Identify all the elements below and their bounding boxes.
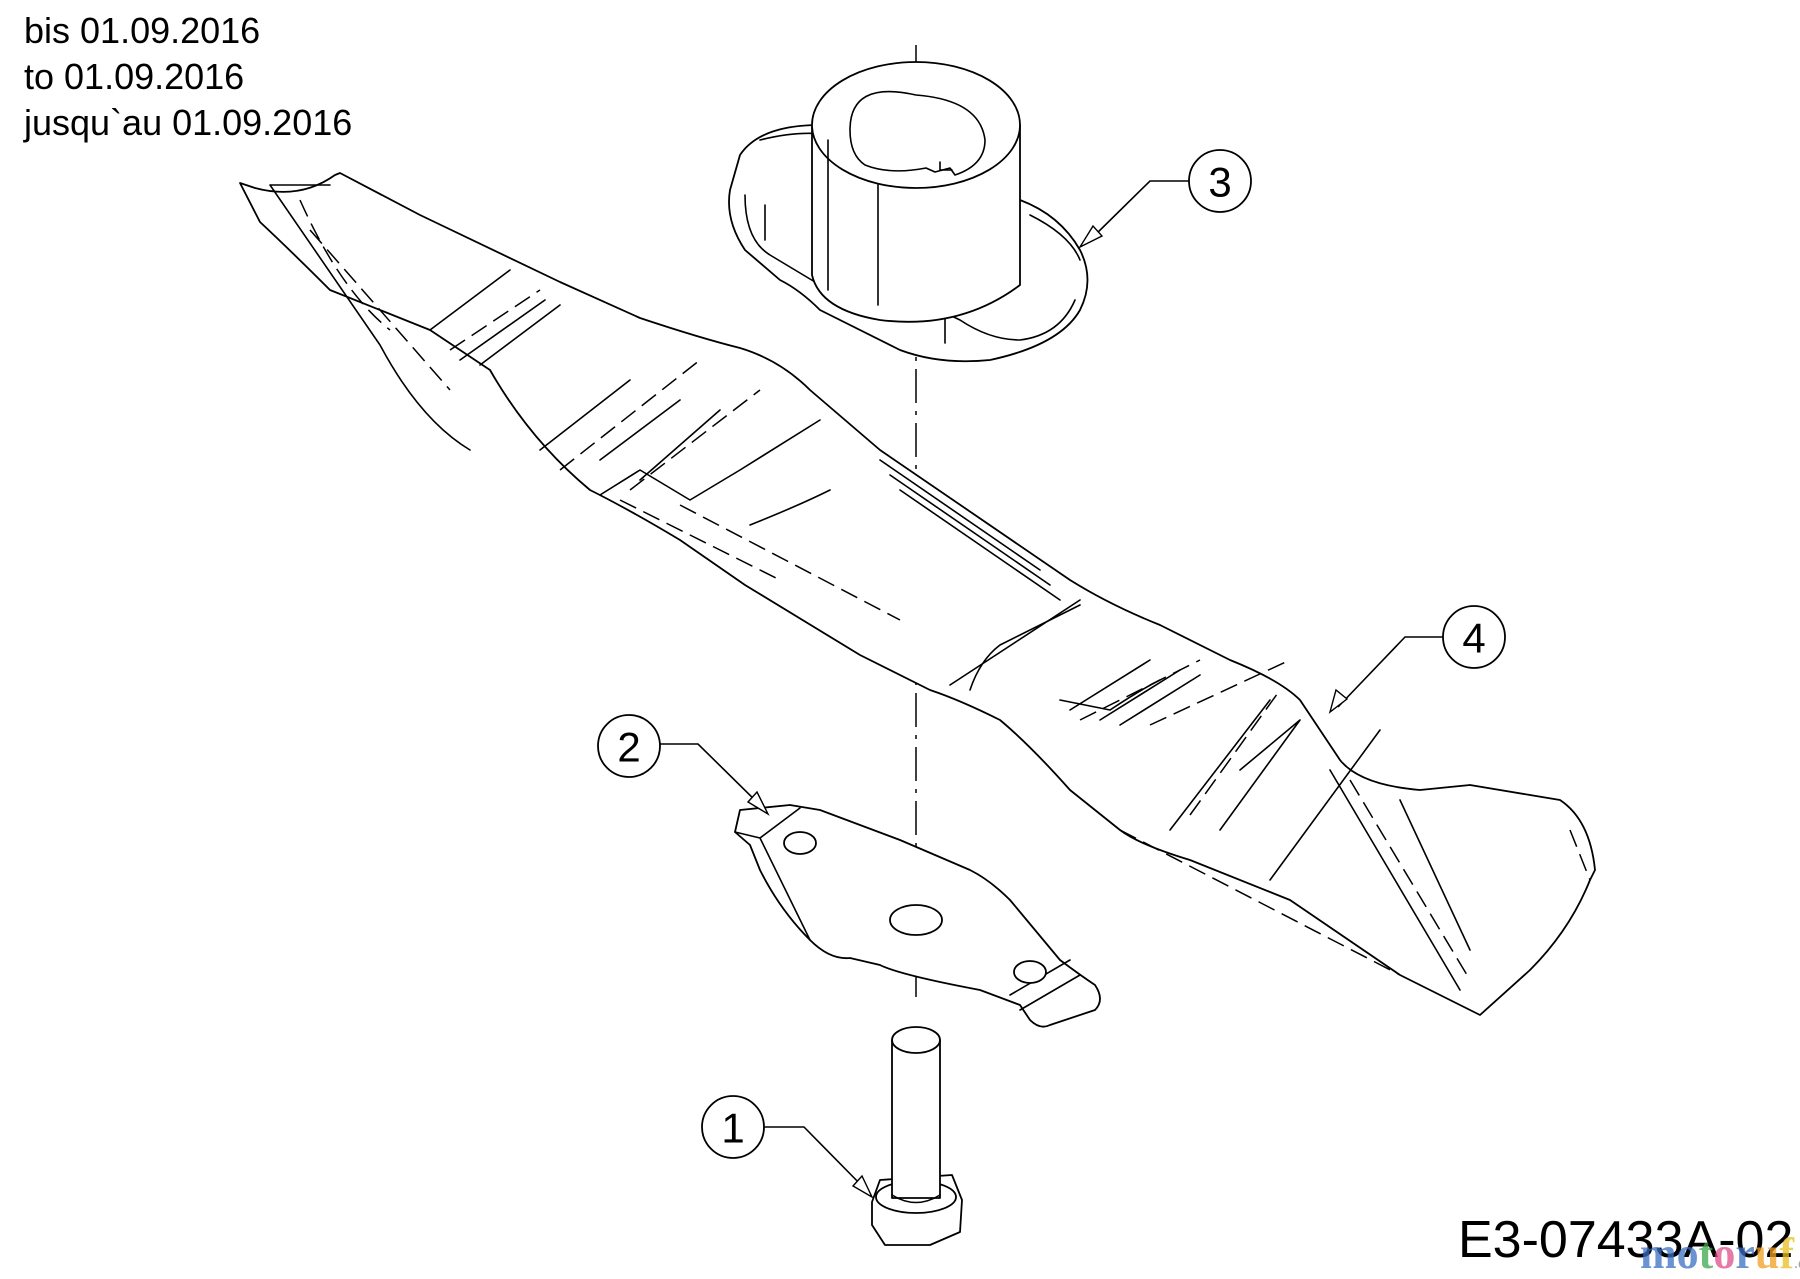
callout-number: 1	[721, 1105, 744, 1152]
mower-blade-drawing	[239, 172, 1596, 1016]
watermark-letter: r	[1735, 1229, 1755, 1278]
callout-number: 2	[617, 724, 640, 771]
watermark-tld: .de	[1793, 1255, 1800, 1272]
watermark-letter: f	[1779, 1229, 1794, 1278]
watermark-logo: motoruf.de	[1640, 1228, 1800, 1279]
callout-1[interactable]: 1	[701, 1095, 874, 1199]
blade-hub-drawing	[728, 61, 1089, 363]
callout-4[interactable]: 4	[1328, 605, 1506, 714]
watermark-letter: m	[1640, 1229, 1677, 1278]
validity-notes: bis 01.09.2016 to 01.09.2016 jusqu`au 01…	[24, 8, 352, 146]
validity-note-en: to 01.09.2016	[24, 56, 245, 97]
callout-3[interactable]: 3	[1078, 149, 1252, 249]
hex-bolt-drawing	[871, 1026, 963, 1246]
watermark-letter: o	[1713, 1229, 1736, 1278]
watermark-letter: t	[1698, 1229, 1714, 1278]
validity-note-fr: jusqu`au 01.09.2016	[24, 102, 353, 143]
validity-note-de: bis 01.09.2016	[24, 10, 261, 51]
watermark-letter: o	[1676, 1229, 1699, 1278]
watermark-letter: u	[1754, 1229, 1780, 1278]
leader-arrow-icon	[746, 790, 770, 816]
callout-2[interactable]: 2	[597, 714, 770, 816]
leader-arrow-icon	[851, 1174, 874, 1199]
blade-adapter-plate-drawing	[734, 804, 1101, 1028]
leader-arrow-icon	[1328, 688, 1349, 714]
callout-number: 4	[1462, 615, 1485, 662]
leader-arrow-icon	[1078, 224, 1104, 249]
callout-number: 3	[1208, 159, 1231, 206]
drawing-number: E3-07433A-02	[1458, 1211, 1794, 1269]
